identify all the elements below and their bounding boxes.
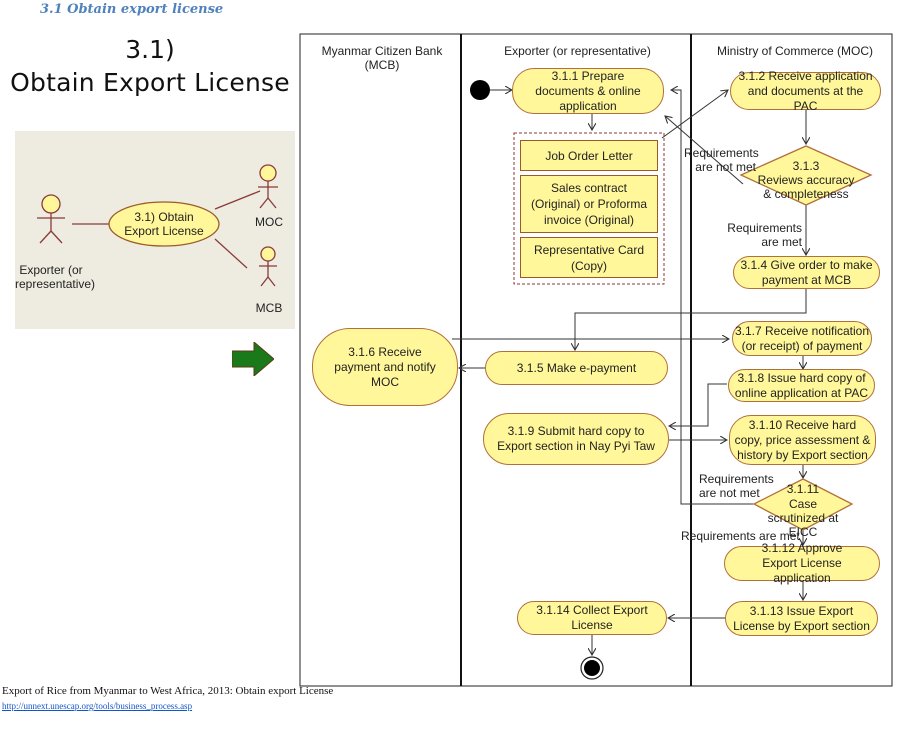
decision-3-1-11 [752,478,854,531]
decision-3-1-11-label: Case scrutinized at EICC [767,497,839,539]
slide-title: Obtain Export License [10,68,290,97]
swimlane-frame [299,33,893,687]
use-case-graphics [37,164,278,287]
document-representative-card: Representative Card (Copy) [520,237,658,278]
activity-3-1-10: 3.1.10 Receive hard copy, price assessme… [729,415,876,465]
activity-3-1-7: 3.1.7 Receive notification (or receipt) … [732,321,872,356]
use-case-label: 3.1) Obtain Export License [124,210,204,238]
activity-3-1-12: 3.1.12 Approve Export License applicatio… [724,541,880,585]
slide-number: 3.1) [125,35,175,64]
actor-mcb-label: MCB [255,301,283,315]
lane-title-mcb: Myanmar Citizen Bank (MCB) [321,44,443,72]
activity-3-1-1: 3.1.1 Prepare documents & online applica… [512,68,664,114]
right-arrow-green-icon [232,342,274,376]
lane-title-exporter: Exporter (or representative) [504,44,651,58]
figure-caption: Export of Rice from Myanmar to West Afri… [2,685,334,697]
guard-not-met-2: Requirements are not met [699,472,774,500]
activity-3-1-8: 3.1.8 Issue hard copy of online applicat… [728,369,875,402]
document-sales-contract: Sales contract (Original) or Proforma in… [520,175,658,233]
activity-3-1-14: 3.1.14 Collect Export License [517,601,667,635]
decision-3-1-3-number: 3.1.3 [792,159,820,173]
activity-3-1-2: 3.1.2 Receive application and documents … [730,69,881,113]
actor-moc-label: MOC [255,215,283,229]
activity-3-1-5: 3.1.5 Make e-payment [485,351,668,385]
source-link[interactable]: http://unnext.unescap.org/tools/business… [2,701,193,711]
document-job-order-letter: Job Order Letter [520,140,658,171]
start-node [470,80,490,100]
guard-met-1: Requirements are met [727,221,802,249]
lane-title-moc: Ministry of Commerce (MOC) [716,44,873,58]
activity-3-1-9: 3.1.9 Submit hard copy to Export section… [483,413,669,465]
end-node [584,660,600,676]
activity-3-1-6: 3.1.6 Receive payment and notify MOC [312,328,458,406]
guard-met-2: Requirements are met [681,529,800,543]
decision-3-1-11-number: 3.1.11 [786,482,820,496]
documents-container [513,132,665,285]
activity-3-1-4: 3.1.4 Give order to make payment at MCB [733,256,880,289]
use-case-ellipse [108,201,220,247]
actor-exporter-label: Exporter (or representative) [15,263,96,291]
section-heading: 3.1 Obtain export license [40,2,224,17]
decision-3-1-3-label: Reviews accuracy & completeness [757,173,855,201]
decision-3-1-3 [739,145,873,206]
activity-3-1-13: 3.1.13 Issue Export License by Export se… [725,601,878,636]
guard-not-met-1: Requirements are not met [684,146,759,174]
use-case-panel: 3.1) Obtain Export License Exporter (or … [15,131,295,329]
